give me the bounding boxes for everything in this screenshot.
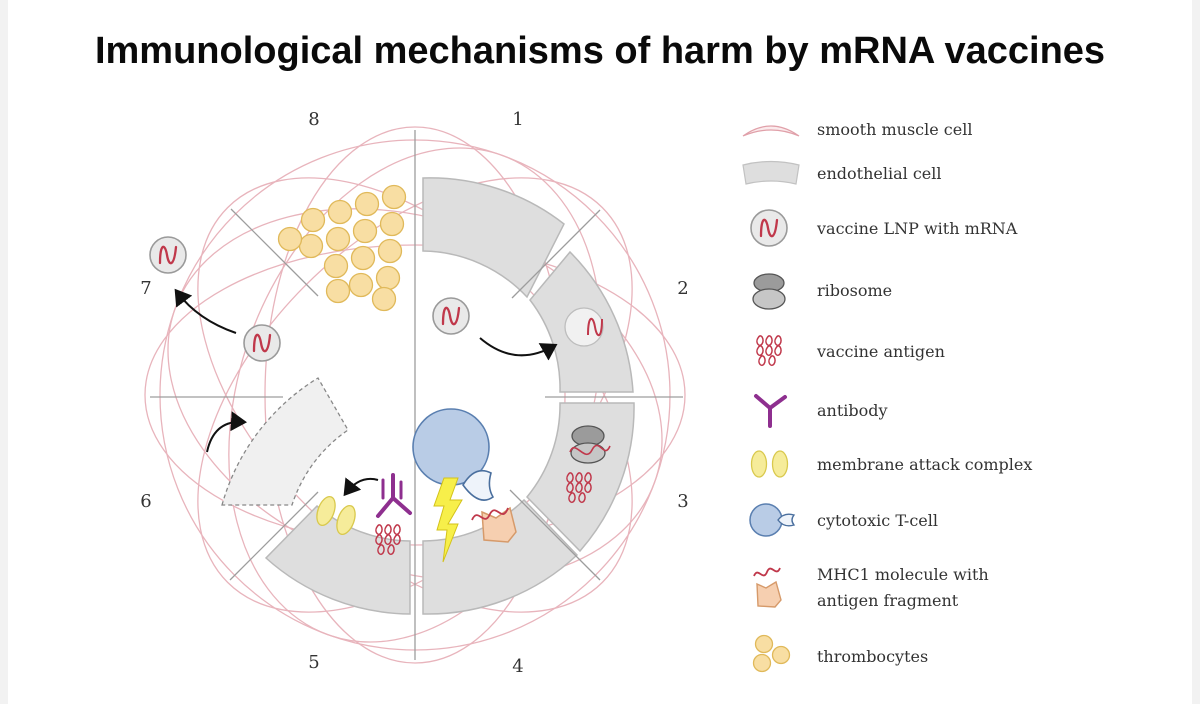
left-edge-shade [0,0,8,704]
ribosome-in-cell [569,425,611,464]
legend-label-thrombocytes: thrombocytes [817,647,928,666]
lnp-outside [150,237,186,273]
stage-number-5: 5 [308,652,319,673]
lnp-inside-cell [564,307,604,347]
antibody-icon [754,394,787,428]
stage-number-3: 3 [677,491,688,512]
membrane-attack-complex-icon [750,450,789,478]
cytotoxic-t-cell-icon [749,503,796,537]
legend-label-mac: membrane attack complex [817,455,1032,474]
endothelial-cell-icon [742,160,800,185]
detachment-arrow [206,411,247,453]
endothelial-ring [264,177,635,615]
thrombocyte-cluster [277,184,407,312]
legend: smooth muscle cell endothelial cell vacc… [742,120,1032,673]
endothelial-cell-1 [422,177,565,299]
stage-number-4: 4 [512,656,523,677]
endothelial-cell-3 [525,402,635,553]
thrombocytes-icon [752,634,791,673]
stage-number-6: 6 [140,491,151,512]
mhc1-icon [753,567,782,608]
legend-label-smooth-muscle: smooth muscle cell [817,120,972,139]
right-edge-shade [1192,0,1200,704]
uptake-arrow [479,337,558,361]
ribosome-icon [752,273,786,310]
stage-number-7: 7 [140,278,151,299]
legend-label-mhc1-line2: antigen fragment [817,591,959,610]
stage-number-1: 1 [512,109,523,130]
stage-dividers [150,130,683,660]
vaccine-lnp-icon [751,210,787,246]
mhc1-on-cell [471,506,517,543]
stage-number-2: 2 [677,278,688,299]
legend-label-mhc1: MHC1 molecule with [817,565,989,584]
stage-number-8: 8 [308,109,319,130]
diagram-title: Immunological mechanisms of harm by mRNA… [94,30,1106,72]
cytotoxic-t-cell [412,408,495,501]
legend-label-ribosome: ribosome [817,281,892,300]
complement-arrow [343,477,379,497]
lnp-escaping [244,325,280,361]
lightning-bolt [433,477,463,563]
escape-arrow [174,288,237,334]
legend-label-tcell: cytotoxic T-cell [817,511,938,530]
antibody-binding [376,473,412,518]
legend-label-endothelial: endothelial cell [817,164,942,183]
membrane-attack-complex [316,495,356,536]
legend-label-antigen: vaccine antigen [816,342,945,361]
legend-label-lnp: vaccine LNP with mRNA [816,219,1018,238]
vaccine-antigen-icon [756,335,782,367]
smooth-muscle-cell-icon [742,125,800,137]
legend-label-antibody: antibody [817,401,888,420]
detached-endothelial-cell [221,377,349,506]
lnp-in-lumen [433,298,469,334]
